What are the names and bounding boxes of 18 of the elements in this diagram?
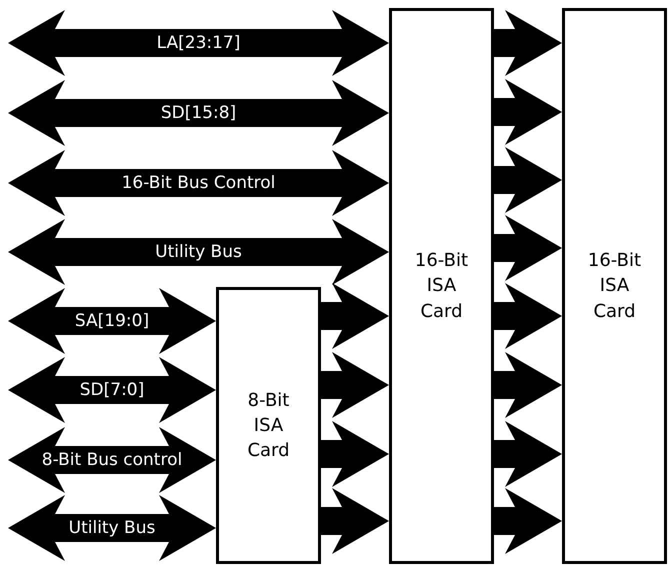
card-box bbox=[216, 287, 321, 564]
arrow bbox=[494, 488, 562, 554]
arrow bbox=[494, 352, 562, 418]
arrow bbox=[494, 215, 562, 281]
arrow bbox=[321, 421, 389, 487]
arrow bbox=[321, 283, 389, 349]
arrow bbox=[494, 147, 562, 213]
card-label: 16-Bit ISA Card bbox=[414, 249, 470, 324]
arrow bbox=[494, 10, 562, 76]
arrow bbox=[321, 488, 389, 554]
card-label: 16-Bit ISA Card bbox=[586, 249, 642, 324]
arrow bbox=[494, 283, 562, 349]
card-box bbox=[562, 8, 667, 564]
card-label: 8-Bit ISA Card bbox=[246, 388, 291, 464]
arrow bbox=[494, 79, 562, 145]
arrow bbox=[321, 352, 389, 418]
card-box bbox=[389, 8, 494, 564]
arrow bbox=[494, 421, 562, 487]
